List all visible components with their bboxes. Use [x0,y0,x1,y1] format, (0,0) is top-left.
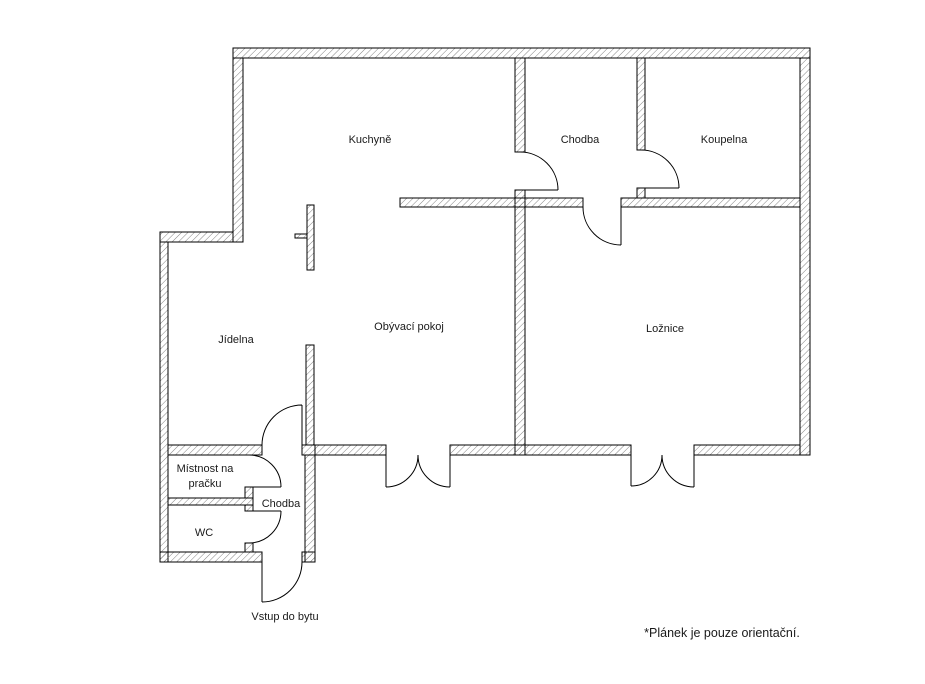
wall-segment [244,504,254,512]
wall-segment [159,231,234,243]
room-label-loznice: Ložnice [646,323,684,335]
wall-segment [799,57,811,456]
door-laundry [248,454,282,488]
room-label-kuchyne: Kuchyně [348,134,392,146]
wall-segment [636,57,646,151]
wall-segment [305,344,315,446]
wall-segment [232,47,811,59]
wall-segment [244,542,254,553]
wall-segment [449,444,632,456]
room-label-obyvaci-pokoj: Obývací pokoj [374,321,444,333]
entrance-label: Vstup do bytu [251,611,319,623]
wall-segment [306,204,315,271]
wall-segment [294,233,308,239]
door-kitchen-hallway [519,151,559,191]
wall-segment [167,444,263,456]
disclaimer-text: *Plánek je pouze orientační. [644,626,800,640]
wall-segment [314,444,387,456]
wall-segment [693,444,801,456]
door-bedroom-right [661,454,695,488]
wall-segment [232,57,244,243]
wall-segment [514,57,526,153]
wall-segment [159,551,263,563]
room-label-koupelna: Koupelna [700,134,748,146]
room-label-wc: WC [194,527,214,539]
door-hallway-bedroom [582,206,622,246]
room-label-chodba-bottom: Chodba [261,498,301,510]
wall-segment [301,444,316,456]
door-hallway-dining [261,404,303,446]
room-label-jidelna: Jídelna [218,334,254,346]
door-living-left [385,454,419,488]
wall-segment [636,187,646,199]
doors [248,149,695,603]
walls [159,47,811,563]
wall-segment [159,241,169,563]
door-entrance [261,561,303,603]
wall-segment [620,197,801,208]
door-bedroom-left [630,454,663,487]
wall-segment [514,189,526,456]
door-wc [248,510,282,544]
wall-segment [167,497,254,506]
door-hallway-bathroom [640,149,680,189]
room-label-mistnost-na-pracku: Místnost na pračku [176,463,234,490]
wall-segment [399,197,584,208]
door-living-right [417,454,451,488]
room-label-chodba-top: Chodba [560,134,600,146]
wall-segment [304,454,316,563]
